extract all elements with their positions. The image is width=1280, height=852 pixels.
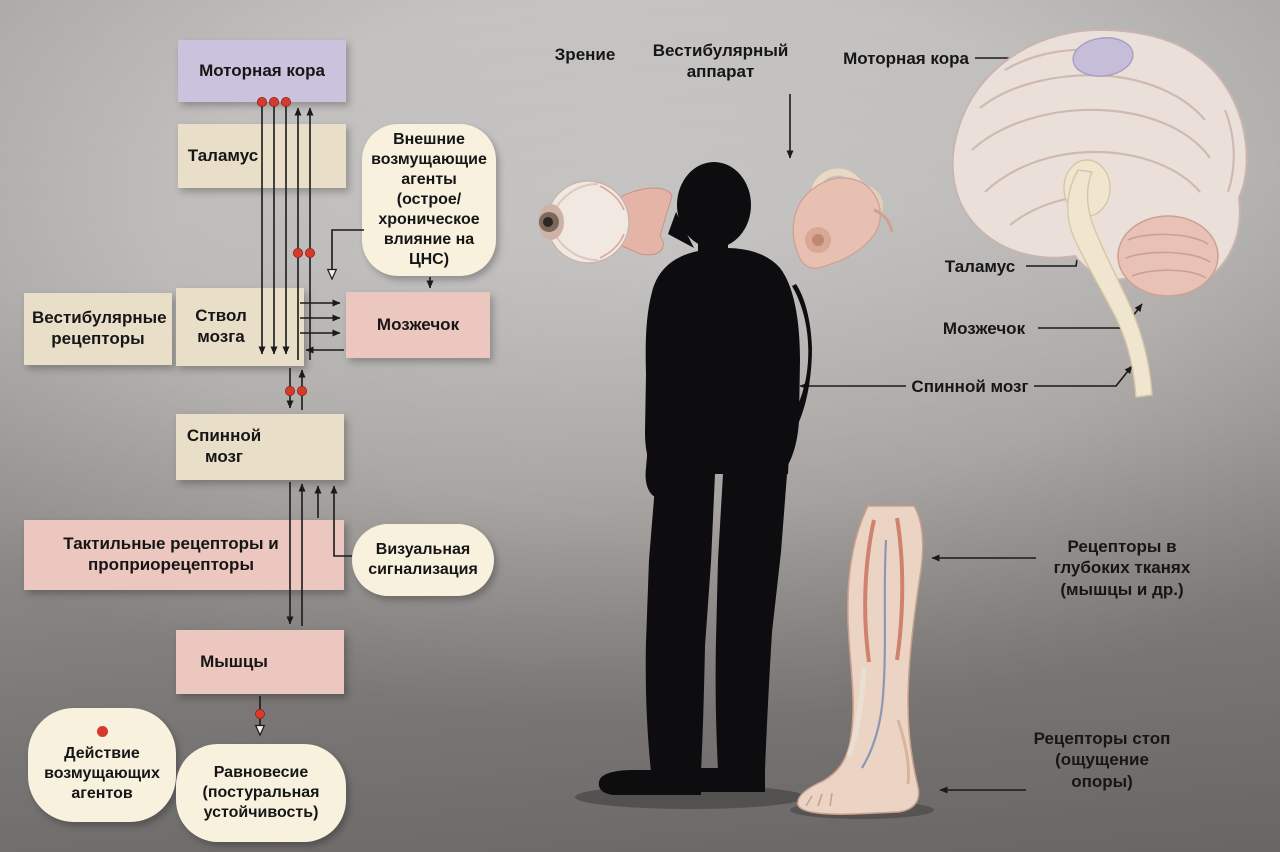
perturbation-dot-icon — [96, 726, 108, 737]
brain-cerebellum — [1117, 215, 1219, 297]
label-deep-tissue-receptors: Рецепторы в глубоких тканях (мышцы и др.… — [1053, 537, 1191, 599]
brain-illustration — [951, 28, 1248, 398]
flow-box-muscles: Мышцы — [176, 630, 344, 694]
brain-motor-cortex-patch — [1072, 37, 1134, 77]
label-thalamus: Таламус — [944, 257, 1016, 276]
label-vestibular-apparatus: Вестибулярный аппарат — [652, 41, 789, 82]
brain-gyri — [971, 48, 1235, 226]
flow-box-muscles-label: Мышцы — [200, 651, 268, 671]
label-vision: Зрение — [554, 45, 616, 64]
label-spinal-cord: Спинной мозг — [911, 377, 1029, 396]
flow-box-brainstem: Ствол мозга — [176, 288, 304, 366]
bubble-perturbing-agents: Действие возмущающих агентов — [28, 708, 176, 822]
flow-box-brainstem-label: Ствол мозга — [195, 306, 247, 346]
ear-illustration — [792, 168, 894, 269]
leg-floor-shadow — [790, 801, 934, 819]
perturbation-dots — [254, 97, 315, 720]
human-silhouette — [575, 162, 812, 809]
flow-box-vestibular-receptors: Вестибулярные рецепторы — [24, 293, 172, 365]
flow-box-tactile-receptors: Тактильные рецепторы и проприорецепторы — [24, 520, 344, 590]
anatomy-pointer-lines — [786, 54, 1143, 794]
flow-box-tactile-receptors-label: Тактильные рецепторы и проприорецепторы — [63, 534, 279, 574]
bubble-external-agents: Внешние возмущающие агенты (острое/ хрон… — [362, 124, 496, 276]
bubble-visual-signaling: Визуальная сигнализация — [352, 524, 494, 596]
silhouette-floor-shadow — [575, 785, 805, 809]
flow-box-motor-cortex: Моторная кора — [178, 40, 346, 102]
bubble-visual-signaling-label: Визуальная сигнализация — [368, 541, 478, 578]
flow-box-spinal-cord: Спинной мозг — [176, 414, 344, 480]
flow-box-spinal-cord-label: Спинной мозг — [186, 426, 262, 466]
flow-box-thalamus: Таламус — [178, 124, 346, 188]
flow-box-vestibular-receptors-label: Вестибулярные рецепторы — [32, 308, 167, 348]
bubble-equilibrium-label: Равновесие (постуральная устойчивость) — [202, 764, 320, 821]
flow-box-cerebellum: Мозжечок — [346, 292, 490, 358]
label-motor-cortex: Моторная кора — [843, 49, 969, 68]
flow-box-cerebellum-label: Мозжечок — [376, 314, 460, 334]
label-cerebellum: Мозжечок — [942, 319, 1026, 338]
flow-box-thalamus-label: Таламус — [187, 145, 259, 165]
eye-illustration — [538, 180, 673, 264]
bubble-equilibrium: Равновесие (постуральная устойчивость) — [176, 744, 346, 842]
bubble-perturbing-agents-label: Действие возмущающих агентов — [44, 745, 160, 802]
flow-box-motor-cortex-label: Моторная кора — [199, 60, 325, 80]
bubble-external-agents-label: Внешние возмущающие агенты (острое/ хрон… — [371, 131, 487, 268]
brain-stem — [1063, 159, 1153, 398]
label-foot-receptors: Рецепторы стоп (ощущение опоры) — [1033, 729, 1171, 791]
leg-illustration — [790, 505, 934, 819]
